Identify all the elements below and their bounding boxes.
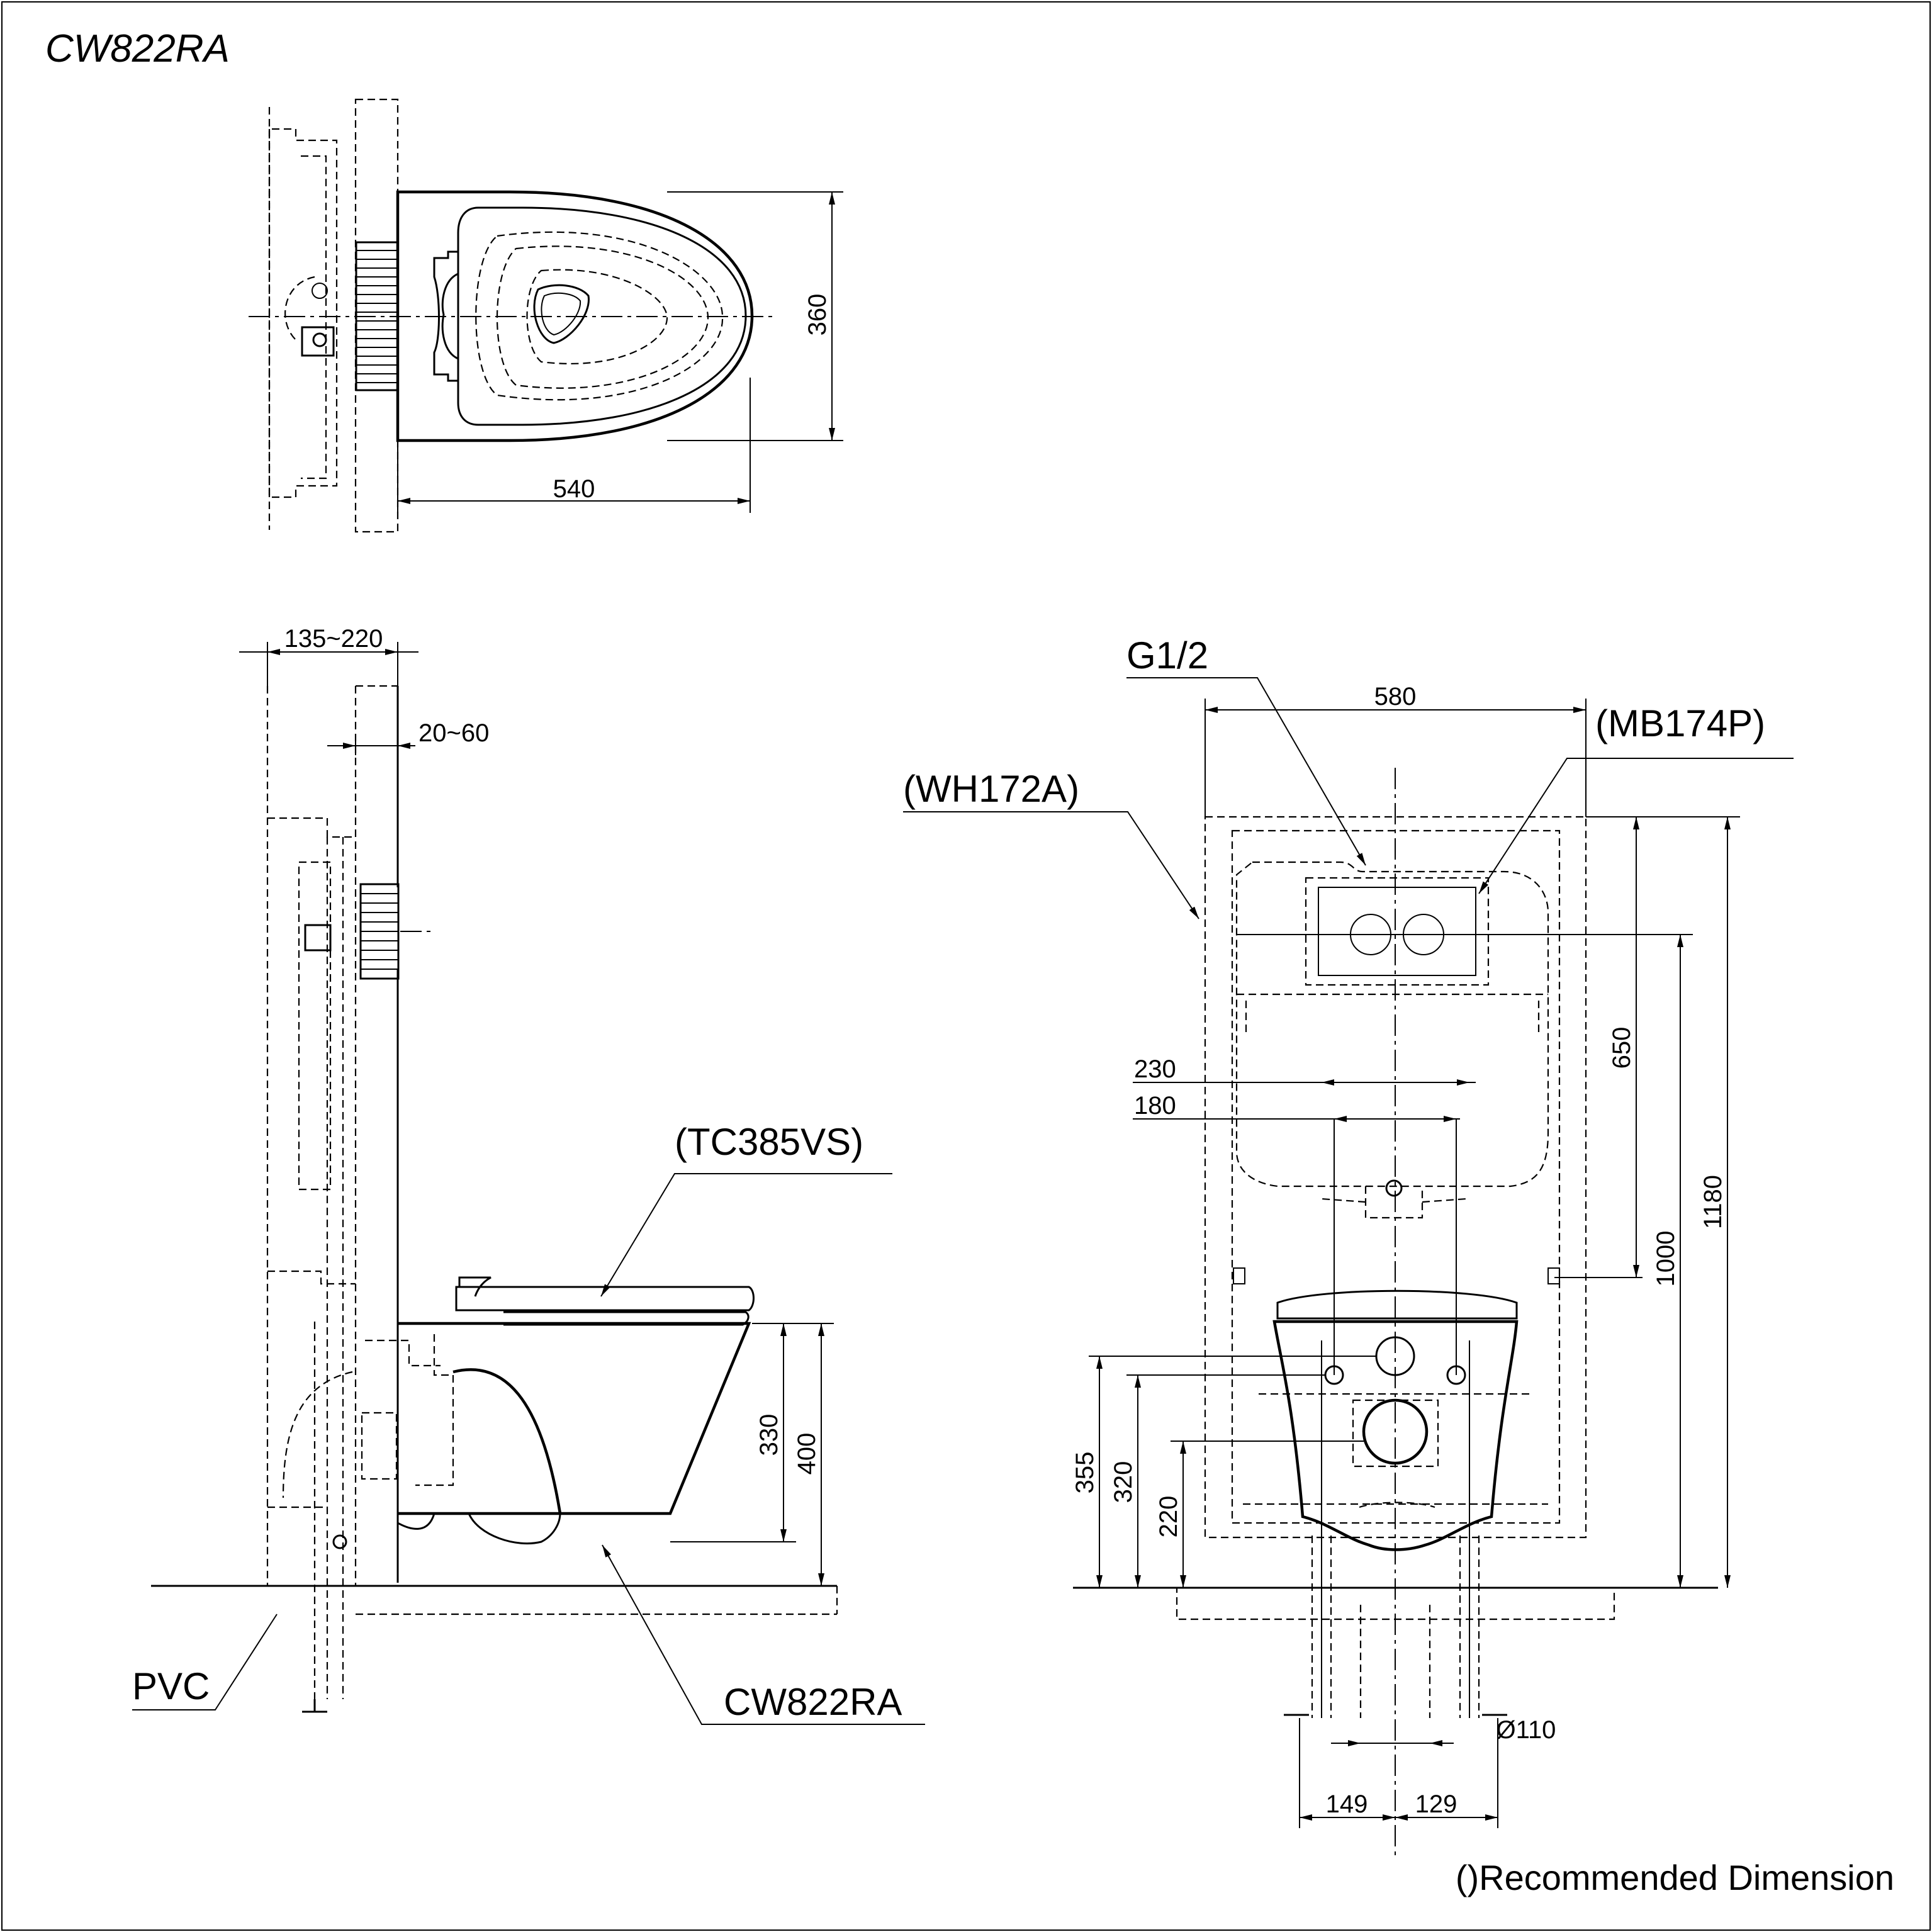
- front-seat: [1276, 1289, 1518, 1320]
- dim-bolt-height: 355: [1071, 1452, 1099, 1494]
- top-view: 360 540: [249, 98, 843, 533]
- footnote: ()Recommended Dimension: [1456, 1858, 1894, 1897]
- label-inlet: G1/2: [1126, 634, 1208, 677]
- dim-right: 129: [1415, 1790, 1457, 1818]
- dim-bolt-outer: 230: [1134, 1055, 1176, 1083]
- dim-plate-height: 650: [1608, 1027, 1636, 1069]
- front-flush-plate: [1305, 877, 1490, 986]
- front-bowl: [1272, 1320, 1519, 1551]
- dim-plate-center: 1000: [1652, 1231, 1680, 1287]
- top-drain: [533, 284, 590, 344]
- dim-left: 149: [1326, 1790, 1368, 1818]
- dim-length-540: 540: [553, 475, 595, 503]
- front-view: 580 G1/2 (MB174P) (WH172A) 230 180 650 1…: [903, 634, 1794, 1856]
- label-frame: (WH172A): [903, 768, 1079, 810]
- dim-bolt-inner: 180: [1134, 1092, 1176, 1120]
- side-cistern: [298, 861, 332, 1191]
- dim-outlet-center: 220: [1155, 1496, 1182, 1538]
- dim-frame-height: 1180: [1699, 1175, 1727, 1229]
- side-bowl: [398, 1322, 751, 1515]
- top-wall: [354, 98, 399, 533]
- front-cistern: [1235, 861, 1549, 1188]
- dim-width-360: 360: [804, 294, 831, 336]
- side-seat: [455, 1286, 755, 1311]
- dim-frame-width: 580: [1374, 683, 1417, 710]
- label-plate: (MB174P): [1595, 702, 1765, 744]
- top-seat: [457, 206, 747, 426]
- label-bowl: CW822RA: [724, 1681, 902, 1723]
- side-view: 135~220 20~60: [132, 625, 925, 1725]
- dim-wall-depth: 135~220: [284, 625, 383, 653]
- drawing-title: CW822RA: [45, 27, 230, 70]
- dim-rim-height: 400: [793, 1433, 821, 1475]
- dim-finish: 20~60: [418, 719, 489, 747]
- top-frame: [268, 128, 338, 498]
- label-seat: (TC385VS): [675, 1121, 863, 1163]
- front-frame: [1204, 816, 1587, 1539]
- dim-bowl-height: 330: [755, 1414, 783, 1456]
- dim-outlet-upper: 320: [1109, 1461, 1137, 1503]
- label-pipe: PVC: [132, 1665, 210, 1707]
- dim-pipe: Ø110: [1497, 1716, 1556, 1744]
